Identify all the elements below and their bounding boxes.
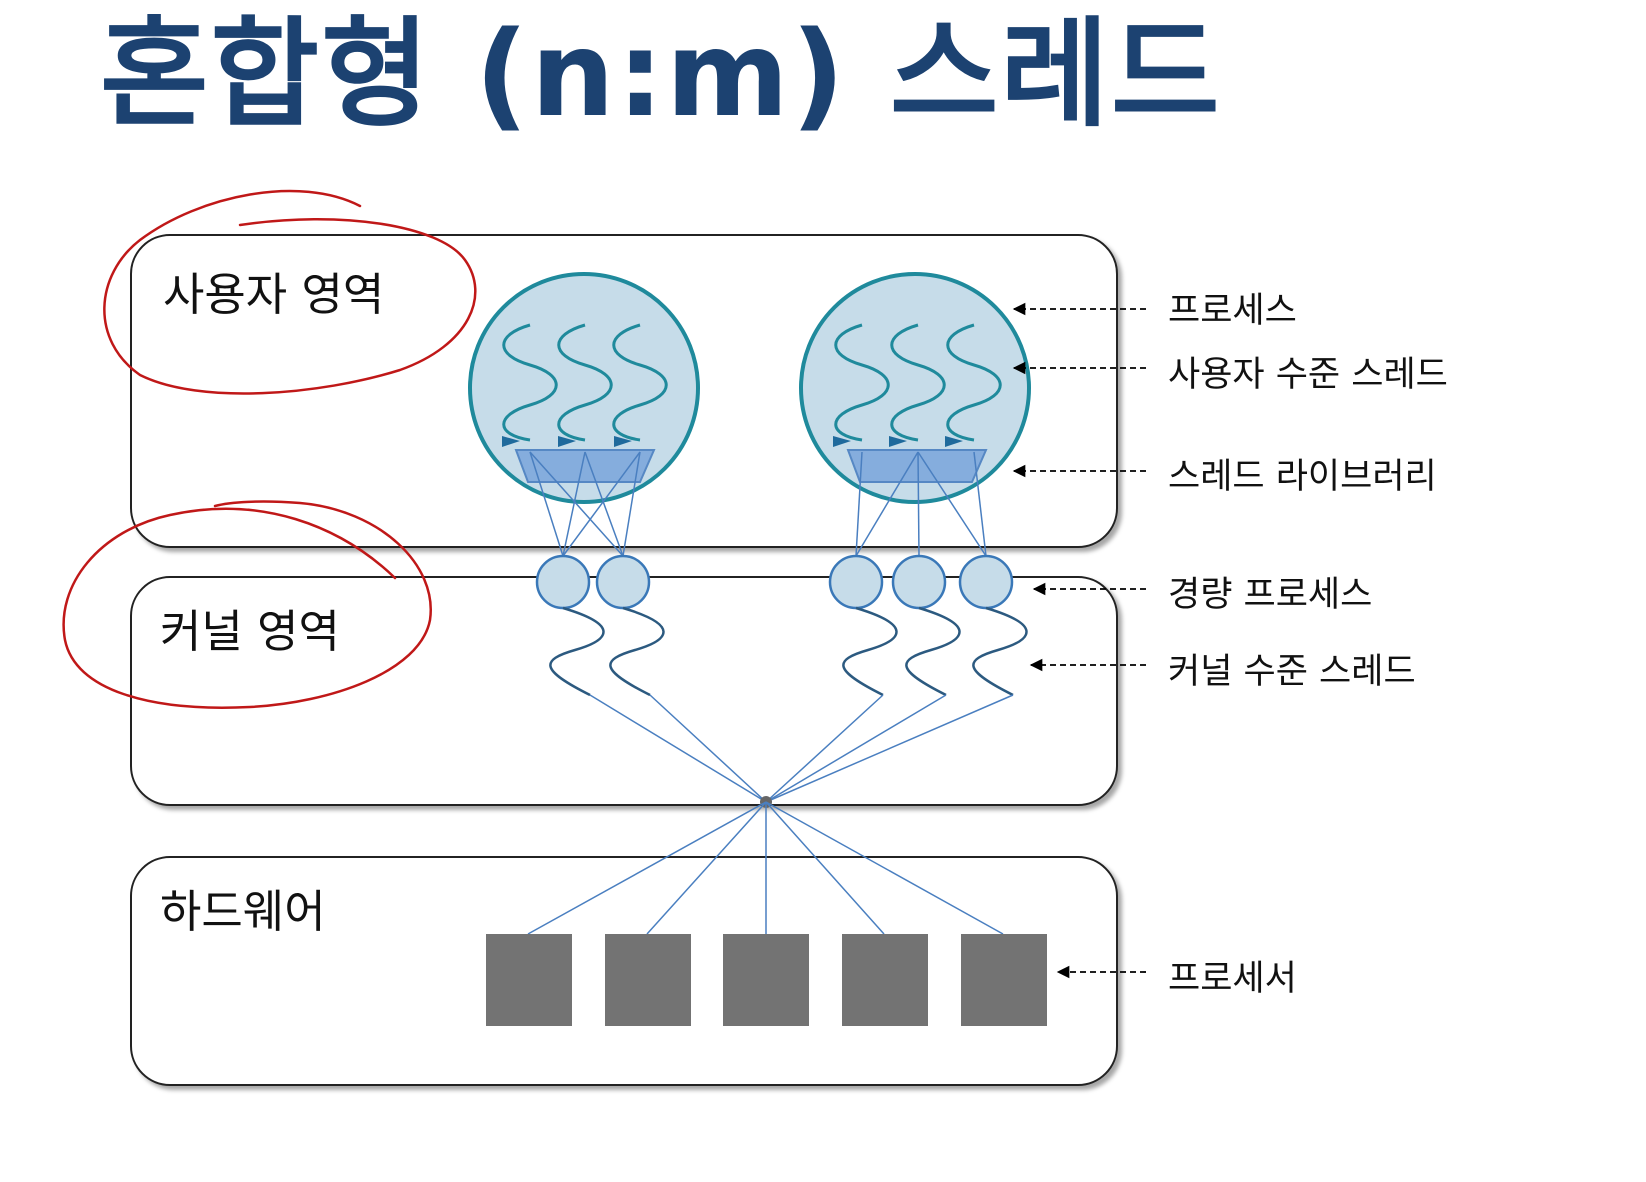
legend-thread-library: 스레드 라이브러리 [1168, 457, 1437, 497]
processor-box [486, 934, 572, 1026]
kernel-thread [842, 606, 898, 697]
lwp-circle [535, 554, 591, 610]
red-annotations [62, 189, 477, 709]
processor-box [605, 934, 691, 1026]
kernel-space-region [130, 576, 1118, 806]
kernel-space-label: 커널 영역 [160, 605, 340, 658]
process-right [799, 272, 1031, 504]
page-title: 혼합형 (n:m) 스레드 [100, 5, 1222, 143]
kernel-thread [972, 606, 1028, 697]
processor-box [842, 934, 928, 1026]
kernel-thread [905, 606, 961, 697]
legend-arrows [1012, 302, 1146, 979]
library-lwp-links [529, 451, 987, 557]
hand-drawn-circle [103, 189, 477, 395]
processor-links [527, 801, 1004, 935]
processor-box [961, 934, 1047, 1026]
user-thread [834, 323, 890, 442]
processors [486, 934, 1047, 1026]
process-left [468, 272, 700, 504]
legend-process: 프로세스 [1168, 291, 1297, 331]
hardware-label: 하드웨어 [160, 885, 326, 938]
user-thread [557, 323, 613, 442]
kernel-thread [549, 606, 605, 697]
user-space-label: 사용자 영역 [163, 268, 385, 321]
lwp-circle [828, 554, 884, 610]
lightweight-processes [535, 554, 1014, 610]
user-thread [946, 323, 1002, 442]
kernel-dispatch-links [589, 694, 1014, 803]
thread-library-box [846, 449, 988, 483]
legend-kernel-thread: 커널 수준 스레드 [1168, 652, 1416, 692]
legend-user-thread: 사용자 수준 스레드 [1168, 355, 1448, 395]
user-thread [612, 323, 668, 442]
kernel-threads [549, 606, 1028, 697]
legend-lightweight-process: 경량 프로세스 [1168, 575, 1373, 615]
legend-processor: 프로세서 [1168, 959, 1297, 999]
user-thread [502, 323, 558, 442]
user-thread [890, 323, 946, 442]
kernel-thread [609, 606, 665, 697]
lwp-circle [891, 554, 947, 610]
hand-drawn-circle [62, 500, 432, 709]
lwp-circle [958, 554, 1014, 610]
lwp-circle [595, 554, 651, 610]
processor-box [723, 934, 809, 1026]
